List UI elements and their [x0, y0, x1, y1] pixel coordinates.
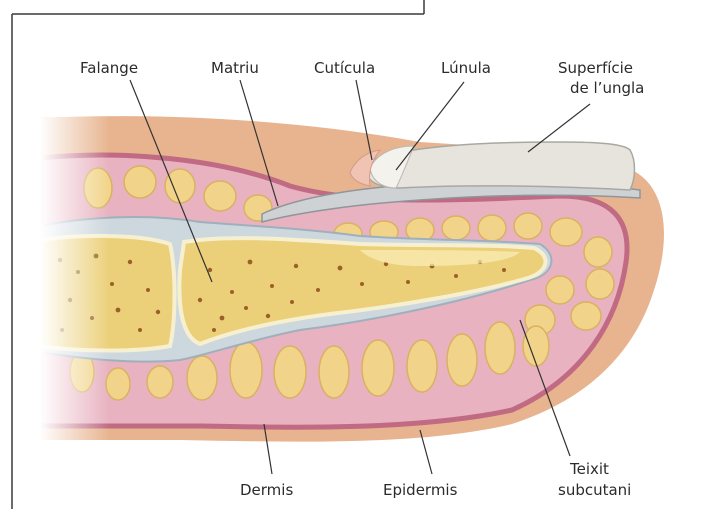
label-teixit: Teixit — [569, 460, 609, 478]
label-epidermis: Epidermis — [383, 481, 458, 499]
label-cuticula: Cutícula — [314, 59, 375, 77]
label-lunula: Lúnula — [441, 59, 491, 77]
label-dermis: Dermis — [240, 481, 293, 499]
label-de-l-ungla: de l’ungla — [570, 79, 644, 97]
label-superficie: Superfície — [558, 59, 633, 77]
label-subcutani: subcutani — [558, 481, 631, 499]
label-matriu: Matriu — [211, 59, 259, 77]
label-falange: Falange — [80, 59, 138, 77]
